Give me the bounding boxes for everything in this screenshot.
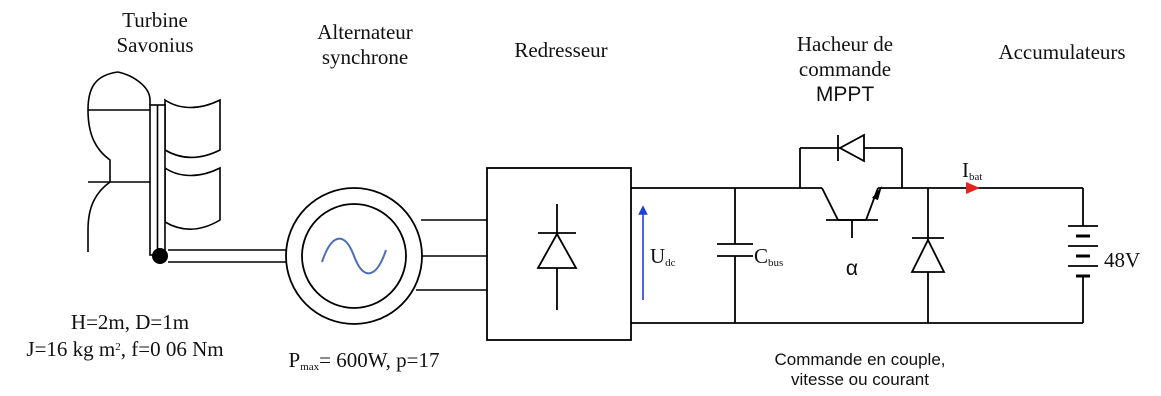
freewheel-diode-icon (910, 188, 946, 323)
battery-icon (1068, 188, 1098, 323)
three-phase-lines (416, 219, 487, 291)
current-arrow (966, 182, 980, 194)
chopper-transistor-icon (799, 147, 1083, 238)
sine-wave-icon (321, 237, 387, 275)
rectifier-diode-icon (536, 204, 578, 310)
alternator-pmax: Pmax= 600W, p=17 (288, 348, 440, 373)
antiparallel-diode-icon (837, 133, 865, 163)
control-mode-label: Commande en couple, vitesse ou courant (750, 350, 970, 390)
alternator-title: Alternateur synchrone (296, 20, 434, 70)
turbine-spec-1: H=2m, D=1m (70, 310, 190, 334)
savonius-turbine-icon (87, 71, 221, 256)
chopper-title-line3: MPPT (815, 83, 875, 106)
turbine-spec-2: J=16 kg m2, f=0 06 Nm (26, 337, 224, 361)
turbine-title-line2: Savonius (116, 33, 194, 57)
turbine-hub (152, 248, 168, 264)
alternator-title-line1: Alternateur (317, 20, 413, 44)
battery-current-label: Ibat (962, 158, 983, 183)
chopper-title-line2: commande (798, 57, 892, 81)
capacitor-label: Cbus (754, 244, 784, 269)
turbine-shaft (168, 249, 290, 263)
turbine-title: Turbine Savonius (100, 8, 210, 58)
battery-title: Accumulateurs (998, 40, 1126, 64)
chopper-title: Hacheur de commande MPPT (780, 32, 910, 107)
control-line1: Commande en couple, (774, 350, 946, 369)
rectifier-box (486, 167, 632, 341)
turbine-title-line1: Turbine (122, 8, 188, 32)
control-line2: vitesse ou courant (791, 370, 929, 389)
alternator-title-line2: synchrone (321, 45, 409, 69)
transistor-emitter-arrow (872, 186, 882, 200)
dc-bus-wires (631, 187, 1083, 324)
capacitor-icon (717, 188, 753, 323)
battery-voltage-label: 48V (1104, 248, 1141, 272)
chopper-title-line1: Hacheur de (796, 32, 894, 56)
dc-voltage-label: Udc (650, 244, 676, 269)
duty-cycle-label: α (845, 257, 859, 280)
rectifier-title: Redresseur (514, 38, 608, 62)
